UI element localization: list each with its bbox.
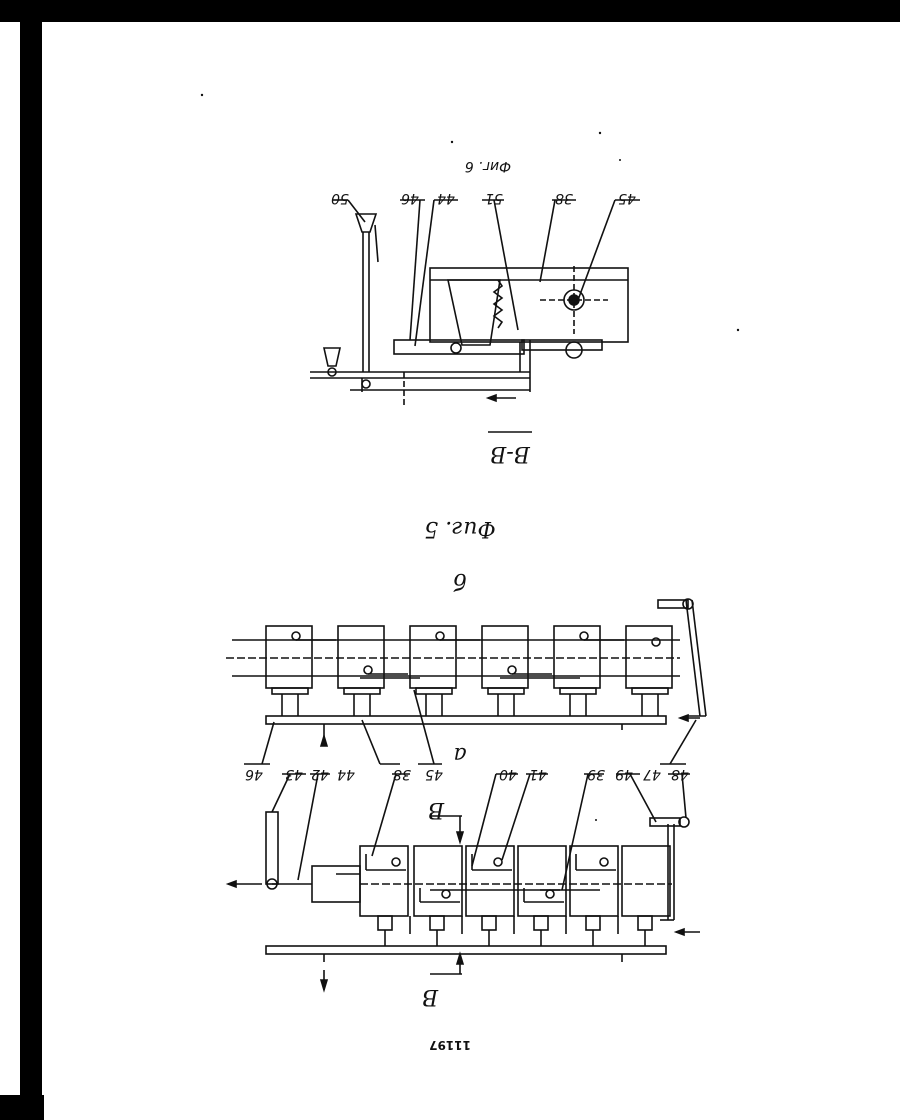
fig5-label-41: 41: [529, 766, 547, 782]
fig5-label-47: 47: [643, 766, 661, 782]
fig5-label-38: 38: [393, 766, 411, 782]
fig5-label-49: 49: [615, 766, 633, 782]
page-number: 11197: [429, 1038, 471, 1052]
fig6-label-51: 51: [485, 190, 503, 206]
chute: [448, 280, 500, 345]
base-rail-upper: [266, 716, 666, 724]
figure-6-drawing: [310, 200, 640, 405]
fig5-label-42: 42: [311, 766, 329, 782]
figure-5a-drawing: [228, 774, 700, 990]
section-label: В-В: [490, 441, 531, 466]
fig6-label-38: 38: [555, 190, 573, 206]
fig6-label-45: 45: [618, 190, 636, 206]
handle-50: [356, 214, 376, 232]
fig5-label-44: 44: [337, 766, 355, 782]
housing-row-lower: [360, 846, 670, 916]
figure-5-captions: Фиг. 5 б а: [424, 516, 496, 767]
figure-5-caption: Фиг. 5: [424, 516, 496, 541]
base-rail-lower: [266, 946, 666, 954]
section-mark-top: В: [428, 797, 445, 822]
figure-5b-drawing: [226, 599, 706, 764]
section-mark-bottom: В: [422, 984, 439, 1009]
fig5-label-39: 39: [587, 766, 605, 782]
fig5-label-48: 48: [671, 766, 689, 782]
subfigure-a-label: а: [453, 742, 466, 767]
subfigure-b-label: б: [453, 568, 467, 593]
figure-6-labels: 50 46 44 51 38 45 Фиг. 6 В-В: [331, 158, 636, 466]
fig6-label-50: 50: [331, 190, 349, 206]
fig5-label-46: 46: [245, 766, 263, 782]
fig5-label-40: 40: [499, 766, 517, 782]
spring-51: [494, 280, 502, 328]
fig5-label-43: 43: [285, 766, 303, 782]
housing-row-upper: [266, 626, 672, 688]
fig6-label-46: 46: [401, 190, 419, 206]
fig5-label-45: 45: [425, 766, 443, 782]
fig6-label-44: 44: [437, 190, 455, 206]
figure-6-caption: Фиг. 6: [465, 158, 511, 174]
